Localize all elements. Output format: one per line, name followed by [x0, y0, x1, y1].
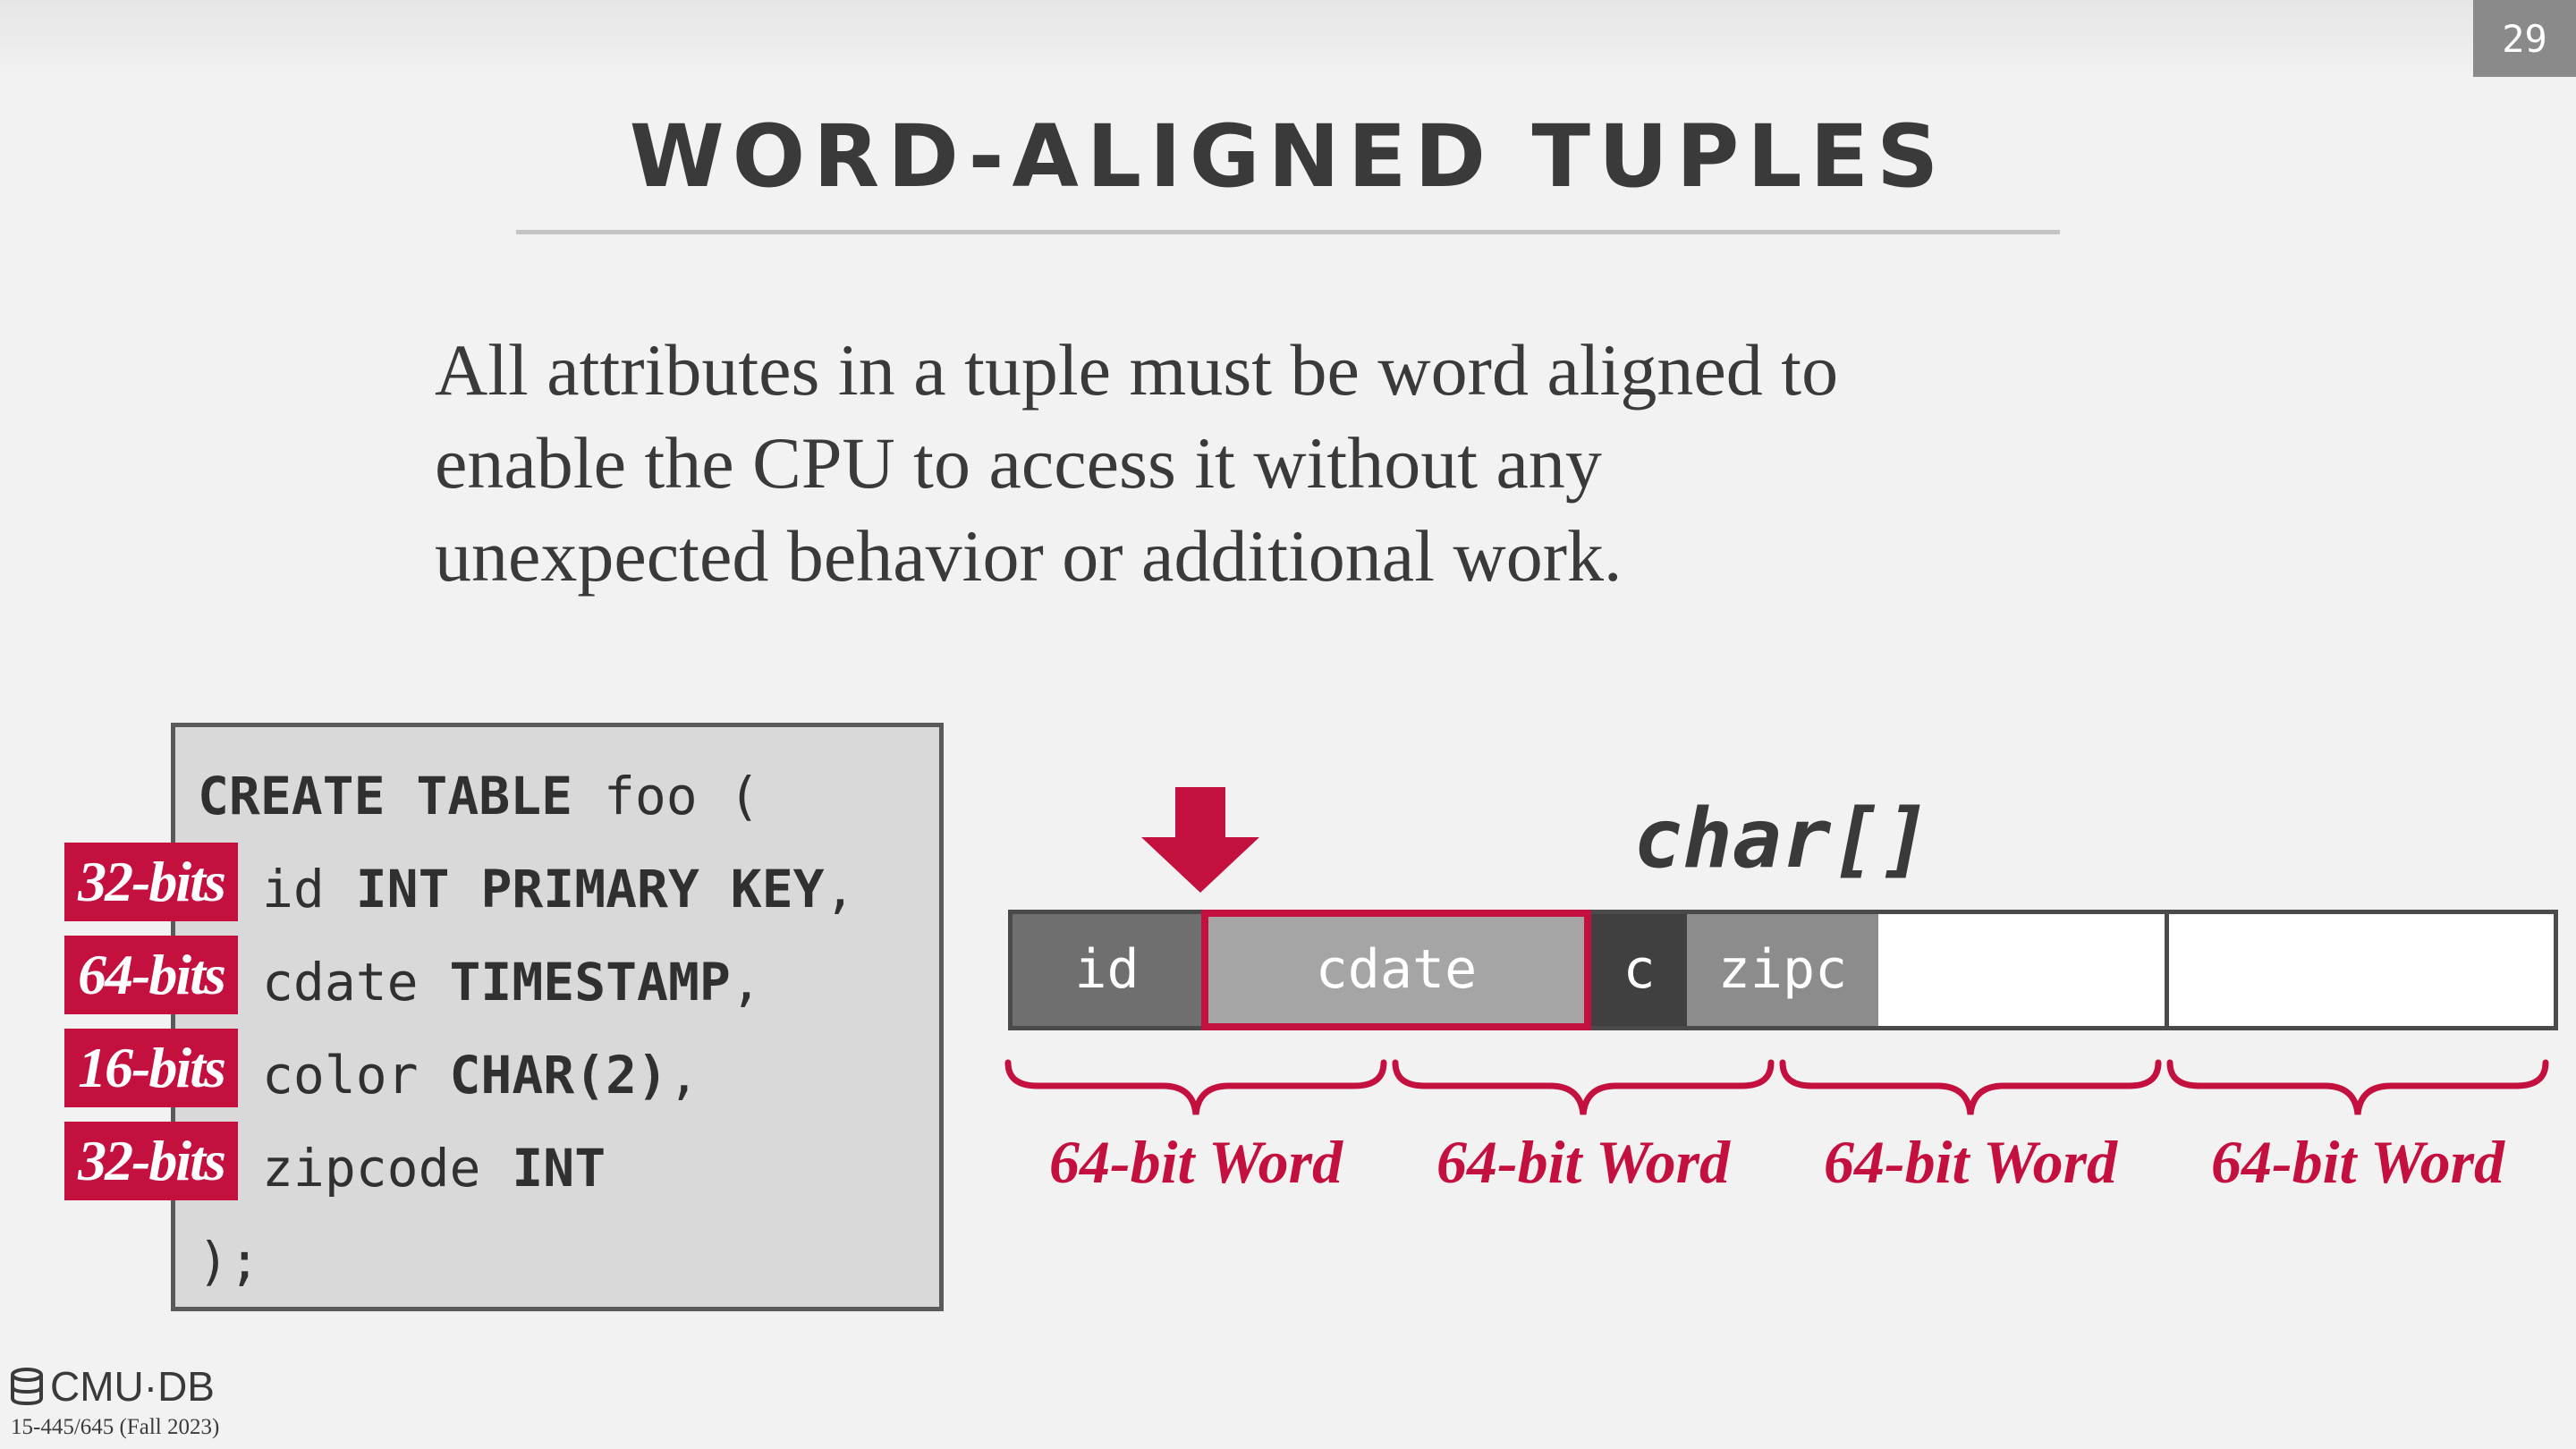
bits-label: 16-bits [64, 1029, 238, 1107]
word-label: 64-bit Word [2210, 1128, 2505, 1196]
title-divider [516, 230, 2060, 234]
database-icon [11, 1368, 43, 1406]
cmu-db-logo: CMU·DB [9, 1361, 215, 1411]
sql-attribute-line: color CHAR(2), [262, 1029, 699, 1122]
sql-attribute-line: cdate TIMESTAMP, [262, 936, 762, 1029]
word-label: 64-bit Word [1823, 1128, 2118, 1196]
cell-id: id [1013, 914, 1201, 1026]
attribute-type: INT PRIMARY KEY [355, 859, 825, 919]
slide-title: WORD-ALIGNED TUPLES [629, 106, 1947, 207]
course-label: 15-445/645 (Fall 2023) [11, 1415, 220, 1439]
word-label: 64-bit Word [1436, 1128, 1731, 1196]
sql-keyword: CREATE TABLE [198, 766, 573, 826]
body-line: enable the CPU to access it without any [435, 422, 1602, 504]
body-line: All attributes in a tuple must be word a… [435, 329, 1839, 411]
attribute-name: id [262, 859, 356, 919]
cell-zipcode: zipc [1687, 914, 1878, 1026]
sql-closing-line: ); [198, 1231, 260, 1292]
word-braces [1004, 1059, 2549, 1115]
attribute-type: INT [512, 1138, 606, 1199]
body-line: unexpected behavior or additional work. [435, 515, 1623, 597]
word-label: 64-bit Word [1048, 1128, 1343, 1196]
attribute-name: color [262, 1045, 450, 1106]
attribute-suffix: , [667, 1045, 699, 1106]
down-arrow-icon [1141, 787, 1259, 893]
attribute-name: zipcode [262, 1138, 513, 1199]
attribute-type: TIMESTAMP [449, 952, 731, 1013]
sql-code-box [171, 723, 944, 1311]
sql-attribute-line: id INT PRIMARY KEY, [262, 843, 855, 936]
attribute-suffix: , [730, 952, 762, 1013]
cell-cdate: cdate [1201, 914, 1591, 1026]
cdate-highlight-box [1201, 910, 1591, 1030]
char-array-label: char[] [1633, 791, 1931, 886]
sql-attribute-line: zipcode INT [262, 1122, 606, 1215]
slide-body-text: All attributes in a tuple must be word a… [435, 324, 2170, 603]
sql-table-name: foo ( [572, 766, 760, 826]
attribute-name: cdate [262, 952, 450, 1013]
cell-color: c [1591, 914, 1687, 1026]
bits-label: 32-bits [64, 1122, 238, 1200]
bits-label: 64-bits [64, 936, 238, 1014]
page-number: 29 [2473, 0, 2576, 77]
word-divider [2165, 914, 2169, 1026]
bits-label: 32-bits [64, 843, 238, 921]
attribute-suffix: , [824, 859, 856, 919]
attribute-type: CHAR(2) [449, 1045, 668, 1106]
logo-text: CMU·DB [50, 1363, 215, 1410]
sql-create-line: CREATE TABLE foo ( [198, 750, 760, 843]
